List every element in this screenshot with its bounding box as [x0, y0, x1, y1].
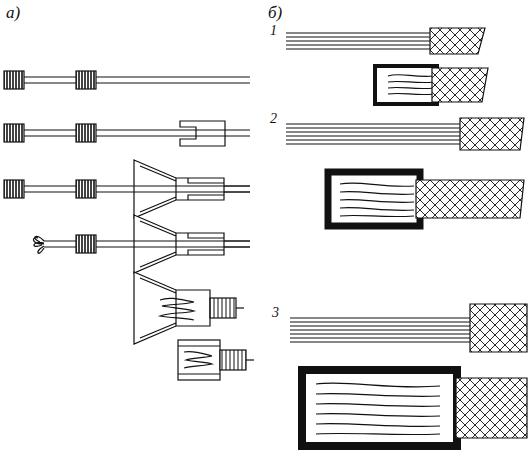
wire-with-funnel [4, 160, 250, 218]
funnel-with-strands [134, 272, 244, 344]
panel-label: а) [6, 4, 20, 21]
wire-stripped-funnel [33, 215, 250, 273]
wire-with-ferrule [4, 121, 250, 146]
shielded-cable-2 [286, 118, 524, 226]
shielded-cable-1 [286, 28, 488, 104]
callout-number: 2 [270, 112, 277, 126]
ferrule-with-strands [178, 340, 254, 380]
callout-number: 3 [272, 306, 279, 320]
panel-label: б) [268, 4, 282, 21]
shielded-cable-3 [290, 304, 527, 446]
wire-with-coils [4, 71, 250, 89]
callout-number: 1 [270, 24, 277, 38]
